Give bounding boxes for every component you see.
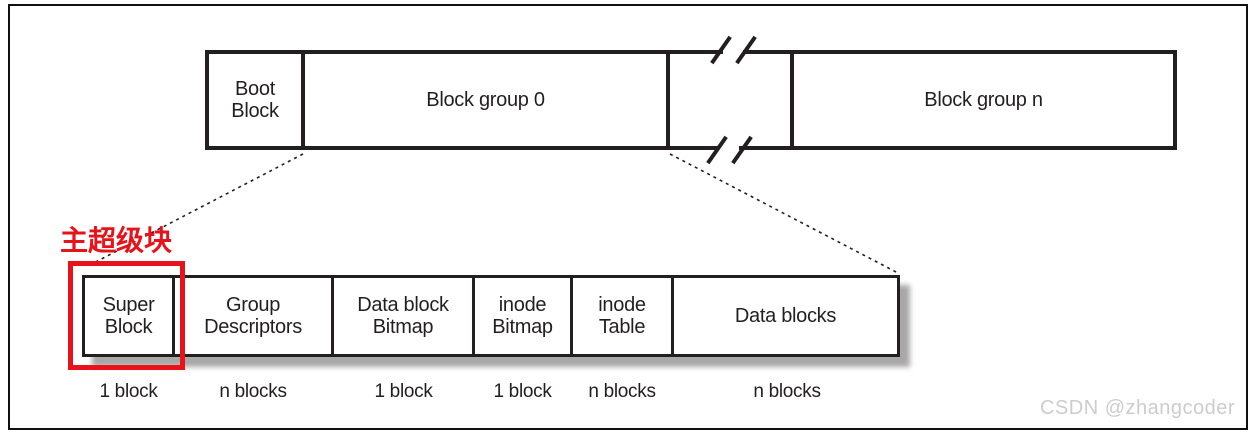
divider-groupdesc-datablockbitmap: [331, 275, 334, 357]
super-block-cell: Super Block: [85, 278, 172, 354]
divider-inodebitmap-inodetable: [570, 275, 573, 357]
divider-boot-bg0: [301, 50, 305, 150]
size-label-inode-table: n blocks: [588, 381, 656, 402]
block-group-0-cell: Block group 0: [305, 54, 666, 146]
inode-bitmap-label-line2: Bitmap: [492, 316, 553, 338]
data-block-bitmap-label-line1: Data block: [357, 294, 449, 316]
divider-inodetable-datablocks: [671, 275, 674, 357]
inode-bitmap-label-line1: inode: [498, 294, 547, 316]
disk-row-frame: [205, 50, 1177, 150]
group-descriptors-label-line1: Group: [225, 294, 281, 316]
image-border: [8, 4, 1248, 430]
boot-block-label-line1: Boot: [235, 78, 275, 100]
group-descriptors-label-line2: Descriptors: [204, 316, 302, 338]
boot-block-label-line2: Block: [231, 100, 279, 122]
block-group-n-cell: Block group n: [794, 54, 1173, 146]
block-group-detail-frame: [82, 275, 900, 357]
data-block-bitmap-label-line2: Bitmap: [372, 316, 434, 338]
inode-table-cell: inode Table: [573, 278, 671, 354]
break-gap-bottom: [719, 140, 739, 154]
break-gap-top: [723, 44, 743, 58]
block-group-n-label: Block group n: [924, 89, 1043, 111]
size-label-group-descriptors: n blocks: [219, 381, 287, 402]
divider-super-groupdesc: [172, 275, 175, 357]
boot-block-cell: Boot Block: [209, 54, 301, 146]
data-blocks-label: Data blocks: [734, 305, 837, 327]
divider-break-bgn: [790, 50, 794, 150]
inode-bitmap-cell: inode Bitmap: [475, 278, 570, 354]
size-label-data-blocks: n blocks: [753, 381, 821, 402]
super-block-label-line2: Block: [104, 316, 153, 338]
inode-table-label-line1: inode: [598, 294, 646, 316]
divider-bg0-break: [666, 50, 670, 150]
annotation-main-superblock: 主超级块: [60, 225, 173, 256]
inode-table-label-line2: Table: [598, 316, 646, 338]
group-descriptors-cell: Group Descriptors: [175, 278, 331, 354]
data-blocks-cell: Data blocks: [674, 278, 897, 354]
csdn-watermark: CSDN @zhangcoder: [1040, 397, 1236, 419]
size-label-data-block-bitmap: 1 block: [374, 381, 433, 402]
size-label-super-block: 1 block: [99, 381, 158, 402]
superblock-highlight-box: [68, 261, 185, 370]
super-block-label-line1: Super: [102, 294, 155, 316]
divider-datablockbitmap-inodebitmap: [472, 275, 475, 357]
size-label-inode-bitmap: 1 block: [493, 381, 552, 402]
data-block-bitmap-cell: Data block Bitmap: [334, 278, 472, 354]
block-group-0-label: Block group 0: [426, 89, 545, 111]
